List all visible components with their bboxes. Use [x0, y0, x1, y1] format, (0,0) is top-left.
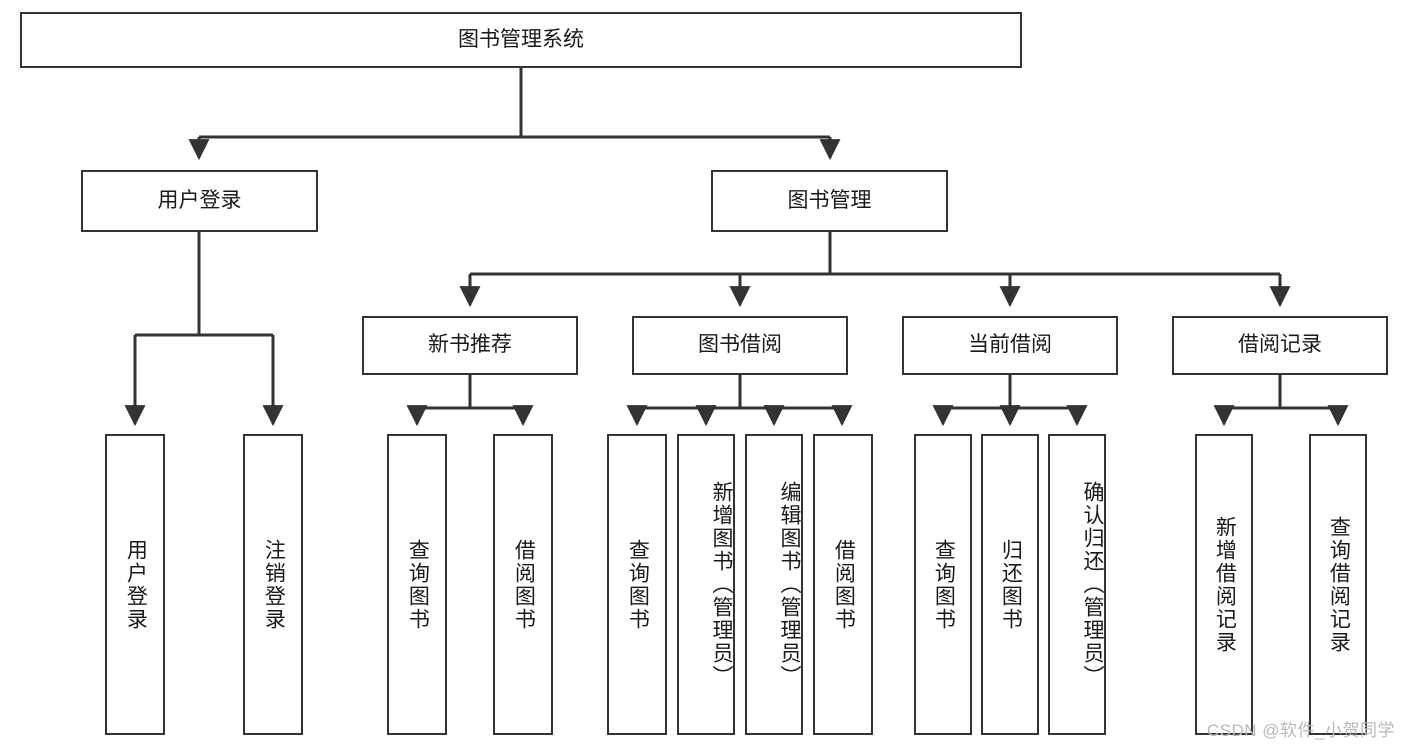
- node-leaf-borrow-book-1[interactable]: 借阅图书: [493, 434, 553, 735]
- node-leaf-user-logout-label: 注销登录: [262, 538, 286, 631]
- node-leaf-user-login[interactable]: 用户登录: [105, 434, 165, 735]
- node-leaf-query-record[interactable]: 查询借阅记录: [1309, 434, 1367, 735]
- node-leaf-borrow-book-2[interactable]: 借阅图书: [813, 434, 873, 735]
- node-new-book-recommend-label: 新书推荐: [428, 333, 512, 357]
- node-borrow-record-label: 借阅记录: [1238, 333, 1322, 357]
- node-user-login[interactable]: 用户登录: [81, 170, 318, 232]
- node-leaf-confirm-return-label: 确认归还（管理员）: [1081, 481, 1104, 688]
- node-leaf-add-record-label: 新增借阅记录: [1213, 515, 1237, 654]
- node-leaf-return-book-label: 归还图书: [999, 538, 1023, 631]
- node-leaf-edit-book[interactable]: 编辑图书（管理员）: [745, 434, 803, 735]
- node-leaf-query-record-label: 查询借阅记录: [1327, 515, 1351, 654]
- node-leaf-query-book-2-label: 查询图书: [626, 538, 650, 631]
- node-leaf-query-book-3[interactable]: 查询图书: [914, 434, 972, 735]
- node-current-borrow[interactable]: 当前借阅: [902, 316, 1118, 375]
- node-leaf-borrow-book-1-label: 借阅图书: [512, 538, 536, 631]
- node-root-label: 图书管理系统: [458, 27, 584, 51]
- node-user-login-label: 用户登录: [157, 188, 242, 212]
- node-current-borrow-label: 当前借阅: [968, 333, 1052, 357]
- node-book-management-label: 图书管理: [787, 188, 872, 212]
- node-leaf-add-book-label: 新增图书（管理员）: [710, 481, 733, 688]
- node-root[interactable]: 图书管理系统: [20, 12, 1022, 68]
- node-borrow-record[interactable]: 借阅记录: [1172, 316, 1388, 375]
- node-leaf-return-book[interactable]: 归还图书: [981, 434, 1039, 735]
- node-leaf-user-login-label: 用户登录: [124, 538, 148, 631]
- node-book-borrow[interactable]: 图书借阅: [632, 316, 848, 375]
- node-leaf-user-logout[interactable]: 注销登录: [243, 434, 303, 735]
- node-leaf-confirm-return[interactable]: 确认归还（管理员）: [1048, 434, 1106, 735]
- node-new-book-recommend[interactable]: 新书推荐: [362, 316, 578, 375]
- node-leaf-query-book-3-label: 查询图书: [932, 538, 956, 631]
- node-leaf-query-book-1-label: 查询图书: [406, 538, 430, 631]
- node-leaf-query-book-1[interactable]: 查询图书: [387, 434, 447, 735]
- watermark-text: CSDN @软件_小贺同学: [1206, 721, 1395, 740]
- node-leaf-add-record[interactable]: 新增借阅记录: [1195, 434, 1253, 735]
- node-book-borrow-label: 图书借阅: [698, 333, 782, 357]
- node-book-management[interactable]: 图书管理: [711, 170, 948, 232]
- node-leaf-add-book[interactable]: 新增图书（管理员）: [677, 434, 735, 735]
- node-leaf-edit-book-label: 编辑图书（管理员）: [778, 481, 801, 688]
- node-leaf-borrow-book-2-label: 借阅图书: [832, 538, 856, 631]
- node-leaf-query-book-2[interactable]: 查询图书: [607, 434, 667, 735]
